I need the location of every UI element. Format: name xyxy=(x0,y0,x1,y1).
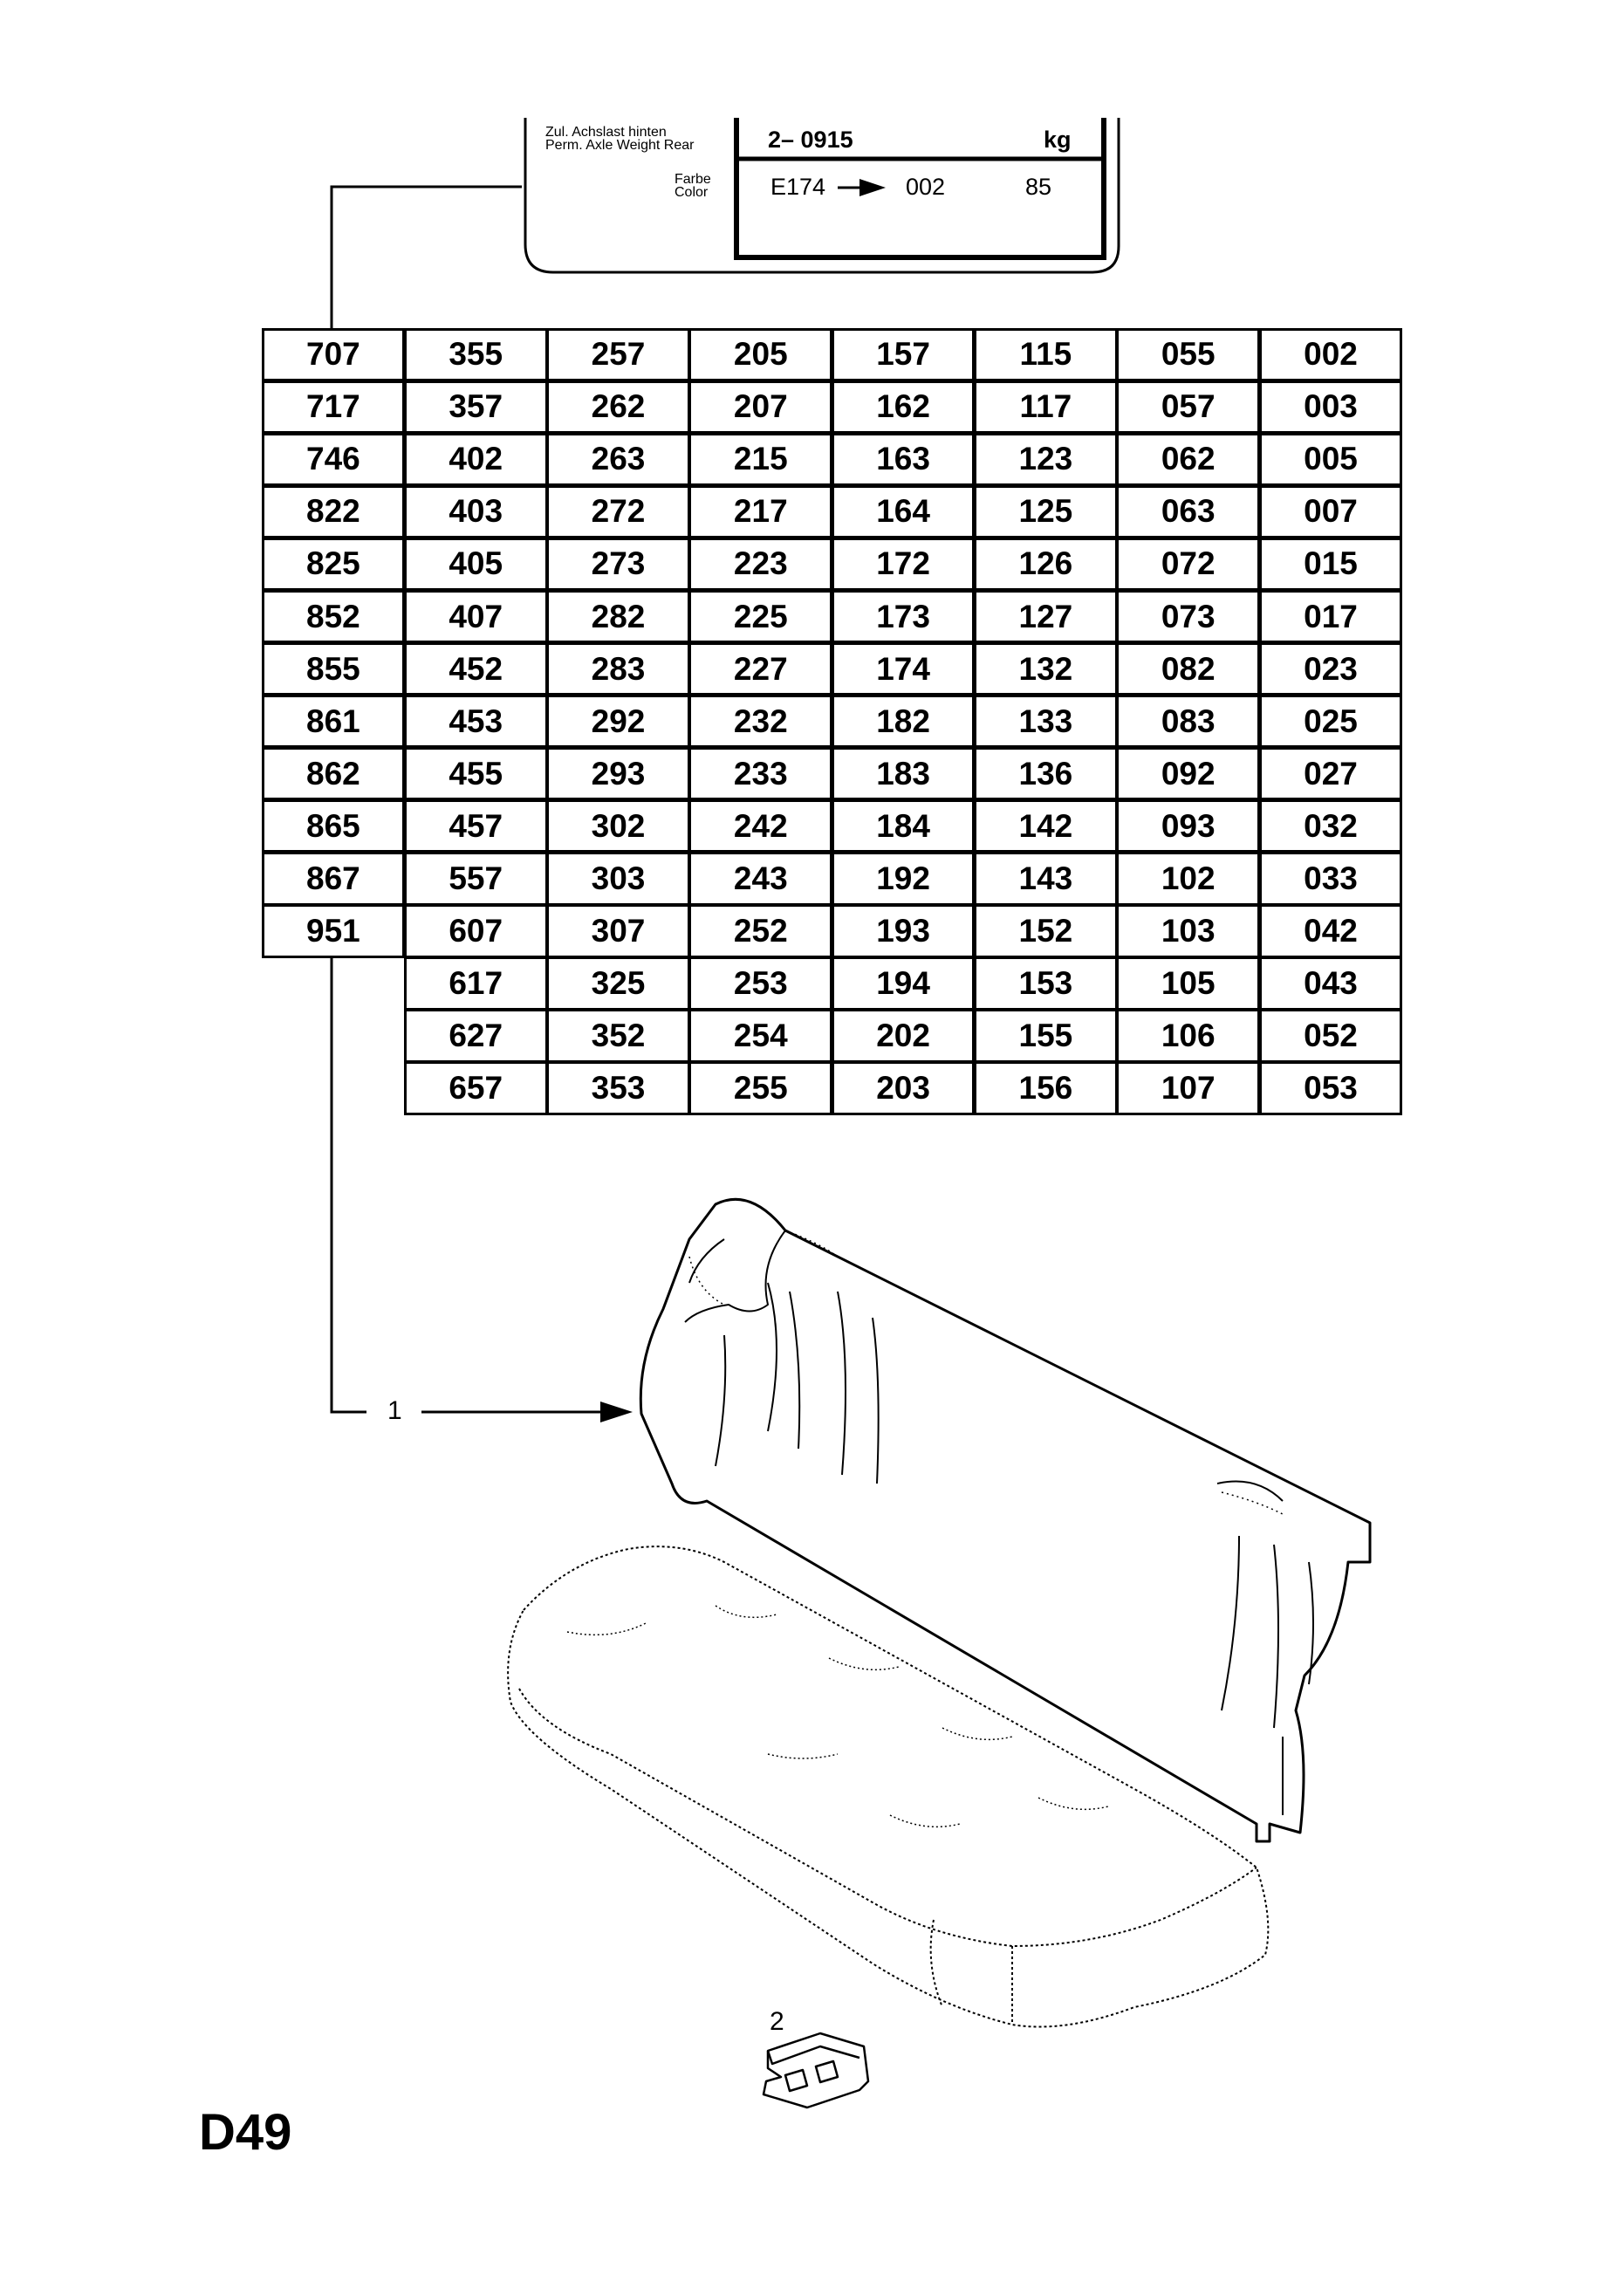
clip-part-icon xyxy=(762,2032,870,2109)
color-value-primary: 002 xyxy=(906,174,946,200)
color-label-de: Farbe xyxy=(675,172,711,187)
page-code: D49 xyxy=(199,2104,292,2161)
connector-line-top xyxy=(330,185,522,329)
label-plate-frame xyxy=(524,118,1120,274)
seat-cushion xyxy=(507,1546,1270,2028)
item-1-arrow-icon xyxy=(421,1402,633,1422)
axle-weight-label-en: Perm. Axle Weight Rear xyxy=(545,138,695,153)
color-value-secondary: 85 xyxy=(1025,174,1052,200)
axle-weight-value: 2– 0915 xyxy=(768,127,853,153)
color-label-en: Color xyxy=(675,185,709,200)
axle-weight-label-de: Zul. Achslast hinten xyxy=(545,125,667,140)
callout-item-2: 2 xyxy=(770,2007,784,2036)
seat-backrest xyxy=(639,1197,1372,1843)
color-code: E174 xyxy=(770,174,826,200)
axle-weight-unit: kg xyxy=(1044,127,1072,153)
callout-item-1: 1 xyxy=(387,1396,402,1425)
connector-line-bottom xyxy=(330,957,366,1414)
plate-arrow-icon xyxy=(838,179,886,196)
